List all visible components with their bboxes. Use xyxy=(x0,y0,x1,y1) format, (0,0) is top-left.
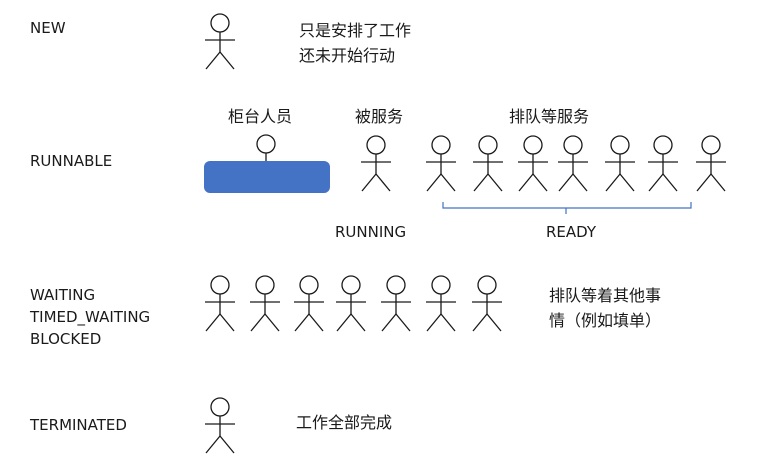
people-layer xyxy=(205,13,726,454)
person-terminated-icon xyxy=(205,397,235,454)
note-terminated: 工作全部完成 xyxy=(296,413,393,432)
state-terminated: TERMINATED xyxy=(30,416,127,434)
label-counter-staff: 柜台人员 xyxy=(228,107,293,126)
person-ready-icon-6 xyxy=(648,135,678,192)
person-waiting-icon-1 xyxy=(205,275,235,332)
label-ready: READY xyxy=(546,223,597,241)
state-group-waiting: WAITING TIMED_WAITING BLOCKED xyxy=(30,284,150,350)
person-waiting-icon-4 xyxy=(336,275,366,332)
person-ready-icon-5 xyxy=(605,135,635,192)
service-counter xyxy=(204,161,330,193)
person-ready-icon-7 xyxy=(696,135,726,192)
label-being-served: 被服务 xyxy=(355,107,404,126)
note-waiting-line1: 排队等着其他事 xyxy=(549,286,662,305)
person-ready-icon-3 xyxy=(518,135,548,192)
note-new: 只是安排了工作 还未开始行动 xyxy=(299,18,411,68)
person-waiting-icon-6 xyxy=(426,275,456,332)
person-waiting-icon-3 xyxy=(294,275,324,332)
person-ready-icon-2 xyxy=(473,135,503,192)
note-waiting: 排队等着其他事 情（例如填单） xyxy=(549,283,661,333)
state-timed-waiting: TIMED_WAITING xyxy=(30,308,151,326)
label-running: RUNNING xyxy=(335,223,407,241)
ready-queue-brace xyxy=(442,202,692,214)
note-new-line1: 只是安排了工作 xyxy=(299,21,412,40)
note-waiting-line2: 情（例如填单） xyxy=(549,311,662,330)
label-queue-for-service: 排队等服务 xyxy=(509,107,590,126)
state-blocked: BLOCKED xyxy=(30,330,102,348)
person-ready-icon-4 xyxy=(558,135,588,192)
state-new: NEW xyxy=(30,19,66,37)
person-waiting-icon-2 xyxy=(250,275,280,332)
person-waiting-icon-7 xyxy=(472,275,502,332)
person-ready-icon-1 xyxy=(426,135,456,192)
state-runnable: RUNNABLE xyxy=(30,152,113,170)
counter-staff-icon xyxy=(256,134,276,161)
person-new-icon xyxy=(205,13,235,70)
person-waiting-icon-5 xyxy=(381,275,411,332)
person-running-icon xyxy=(361,135,391,192)
note-new-line2: 还未开始行动 xyxy=(299,46,396,65)
state-waiting: WAITING xyxy=(30,286,96,304)
